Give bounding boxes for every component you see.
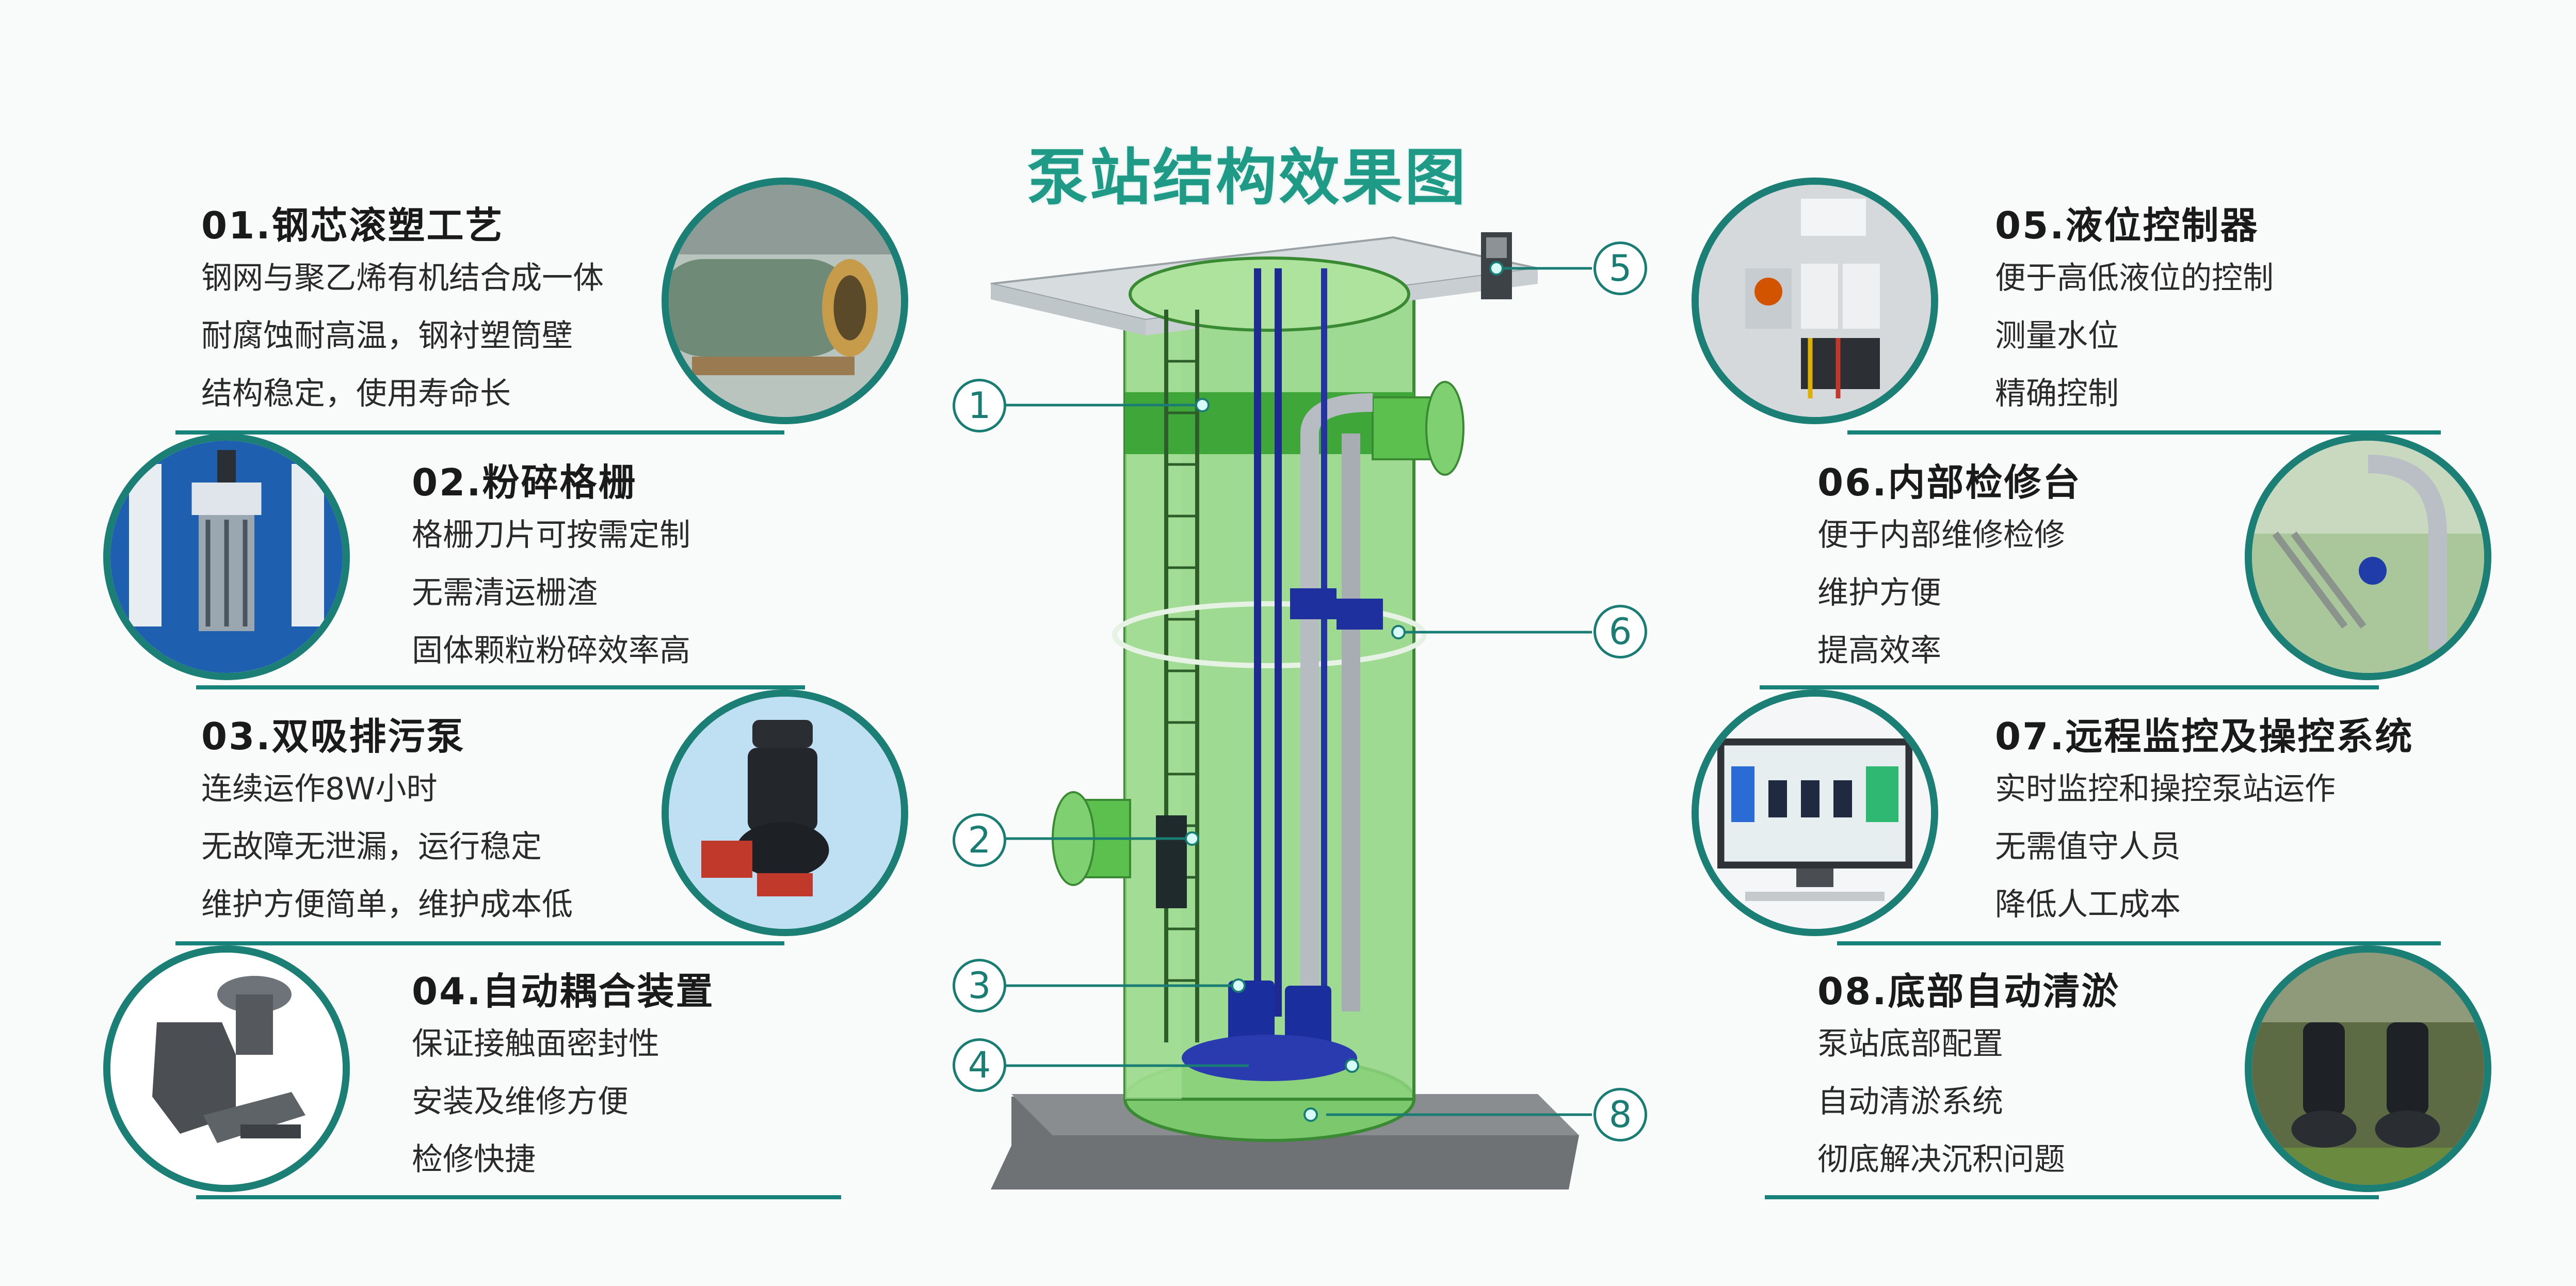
sewage-pump-icon	[669, 697, 901, 929]
divider	[196, 685, 805, 689]
feature-title: 07.远程监控及操控系统	[1995, 715, 2414, 758]
callout-4: 4	[953, 1038, 1006, 1092]
feature-title: 08.底部自动清淤	[1817, 970, 2120, 1013]
divider	[1837, 941, 2441, 945]
sewage-pump-photo	[662, 689, 908, 936]
feature-05: 05.液位控制器 便于高低液位的控制 测量水位 精确控制	[1995, 195, 2274, 423]
callout-5: 5	[1593, 242, 1647, 295]
feature-line: 保证接触面密封性	[412, 1026, 659, 1062]
feature-title: 05.液位控制器	[1995, 204, 2259, 247]
callout-6: 6	[1593, 605, 1647, 658]
feature-line: 精确控制	[1995, 376, 2119, 412]
feature-02: 02.粉碎格栅 格栅刀片可按需定制 无需清运栅渣 固体颗粒粉碎效率高	[412, 452, 690, 680]
feature-line: 降低人工成本	[1995, 887, 2181, 923]
steel-pipe-photo	[662, 178, 908, 424]
feature-07: 07.远程监控及操控系统 实时监控和操控泵站运作 无需值守人员 降低人工成本	[1995, 706, 2414, 934]
feature-line: 提高效率	[1817, 633, 1941, 669]
cleaning-pump-icon	[2252, 953, 2484, 1185]
leader-dots	[1185, 261, 1504, 1122]
feature-title: 01.钢芯滚塑工艺	[201, 204, 504, 247]
feature-line: 钢网与聚乙烯有机结合成一体	[201, 260, 604, 296]
feature-line: 格栅刀片可按需定制	[412, 517, 690, 553]
feature-line: 结构稳定，使用寿命长	[201, 376, 511, 412]
coupling-device-icon	[110, 953, 343, 1185]
feature-line: 连续运作8W小时	[201, 771, 438, 807]
feature-line: 实时监控和操控泵站运作	[1995, 771, 2336, 807]
riser-pipe	[1300, 433, 1319, 1011]
feature-line: 安装及维修方便	[412, 1084, 629, 1120]
callout-3: 3	[953, 959, 1006, 1012]
feature-line: 固体颗粒粉碎效率高	[412, 633, 690, 669]
feature-line: 无需清运栅渣	[412, 575, 598, 611]
callout-2: 2	[953, 813, 1006, 867]
feature-line: 无故障无泄漏，运行稳定	[201, 829, 542, 865]
feature-title: 02.粉碎格栅	[412, 461, 637, 504]
callout-1: 1	[953, 379, 1006, 432]
feature-06: 06.内部检修台 便于内部维修检修 维护方便 提高效率	[1817, 452, 2082, 680]
feature-line: 便于内部维修检修	[1817, 517, 2065, 553]
feature-line: 无需值守人员	[1995, 829, 2181, 865]
feature-line: 测量水位	[1995, 318, 2119, 354]
submersible-pump	[1228, 980, 1275, 1048]
grinder-screen-icon	[110, 441, 343, 673]
feature-line: 彻底解决沉积问题	[1817, 1142, 2065, 1178]
feature-line: 检修快捷	[412, 1142, 536, 1178]
pump-station-diagram	[990, 232, 1592, 1189]
guide-rail	[1254, 268, 1261, 1017]
feature-line: 耐腐蚀耐高温，钢衬塑筒壁	[201, 318, 573, 354]
feature-line: 维护方便简单，维护成本低	[201, 887, 573, 923]
divider	[196, 1195, 841, 1199]
cleaning-pump-photo	[2245, 945, 2491, 1192]
feature-title: 06.内部检修台	[1817, 461, 2082, 504]
monitor-screen-icon	[1699, 697, 1931, 929]
control-panel-photo	[1692, 178, 1938, 424]
feature-01: 01.钢芯滚塑工艺 钢网与聚乙烯有机结合成一体 耐腐蚀耐高温，钢衬塑筒壁 结构稳…	[201, 195, 604, 423]
callout-8: 8	[1593, 1088, 1647, 1142]
grinder-screen	[1156, 815, 1187, 908]
control-panel-icon	[1699, 185, 1931, 417]
page-title: 泵站结构效果图	[1027, 142, 1468, 213]
maintenance-platform-photo	[2245, 433, 2491, 680]
feature-line: 便于高低液位的控制	[1995, 260, 2274, 296]
coupling-device-photo	[103, 945, 350, 1192]
feature-title: 04.自动耦合装置	[412, 970, 715, 1013]
feature-08: 08.底部自动清淤 泵站底部配置 自动清淤系统 彻底解决沉积问题	[1817, 961, 2120, 1188]
feature-03: 03.双吸排污泵 连续运作8W小时 无故障无泄漏，运行稳定 维护方便简单，维护成…	[201, 706, 573, 934]
maintenance-platform	[1112, 601, 1427, 668]
divider	[1765, 1195, 2379, 1199]
feature-line: 自动清淤系统	[1817, 1084, 2003, 1120]
maintenance-platform-icon	[2252, 441, 2484, 673]
divider	[1760, 685, 2379, 689]
divider	[1847, 430, 2441, 435]
leader-lines	[999, 267, 1592, 1116]
feature-04: 04.自动耦合装置 保证接触面密封性 安装及维修方便 检修快捷	[412, 961, 715, 1188]
feature-line: 维护方便	[1817, 575, 1941, 611]
divider	[175, 430, 784, 435]
feature-line: 泵站底部配置	[1817, 1026, 2003, 1062]
feature-title: 03.双吸排污泵	[201, 715, 465, 758]
grinder-screen-photo	[103, 433, 350, 680]
divider	[175, 941, 784, 945]
steel-pipe-icon	[669, 185, 901, 417]
monitor-screen-photo	[1692, 689, 1938, 936]
valve	[1290, 588, 1337, 619]
